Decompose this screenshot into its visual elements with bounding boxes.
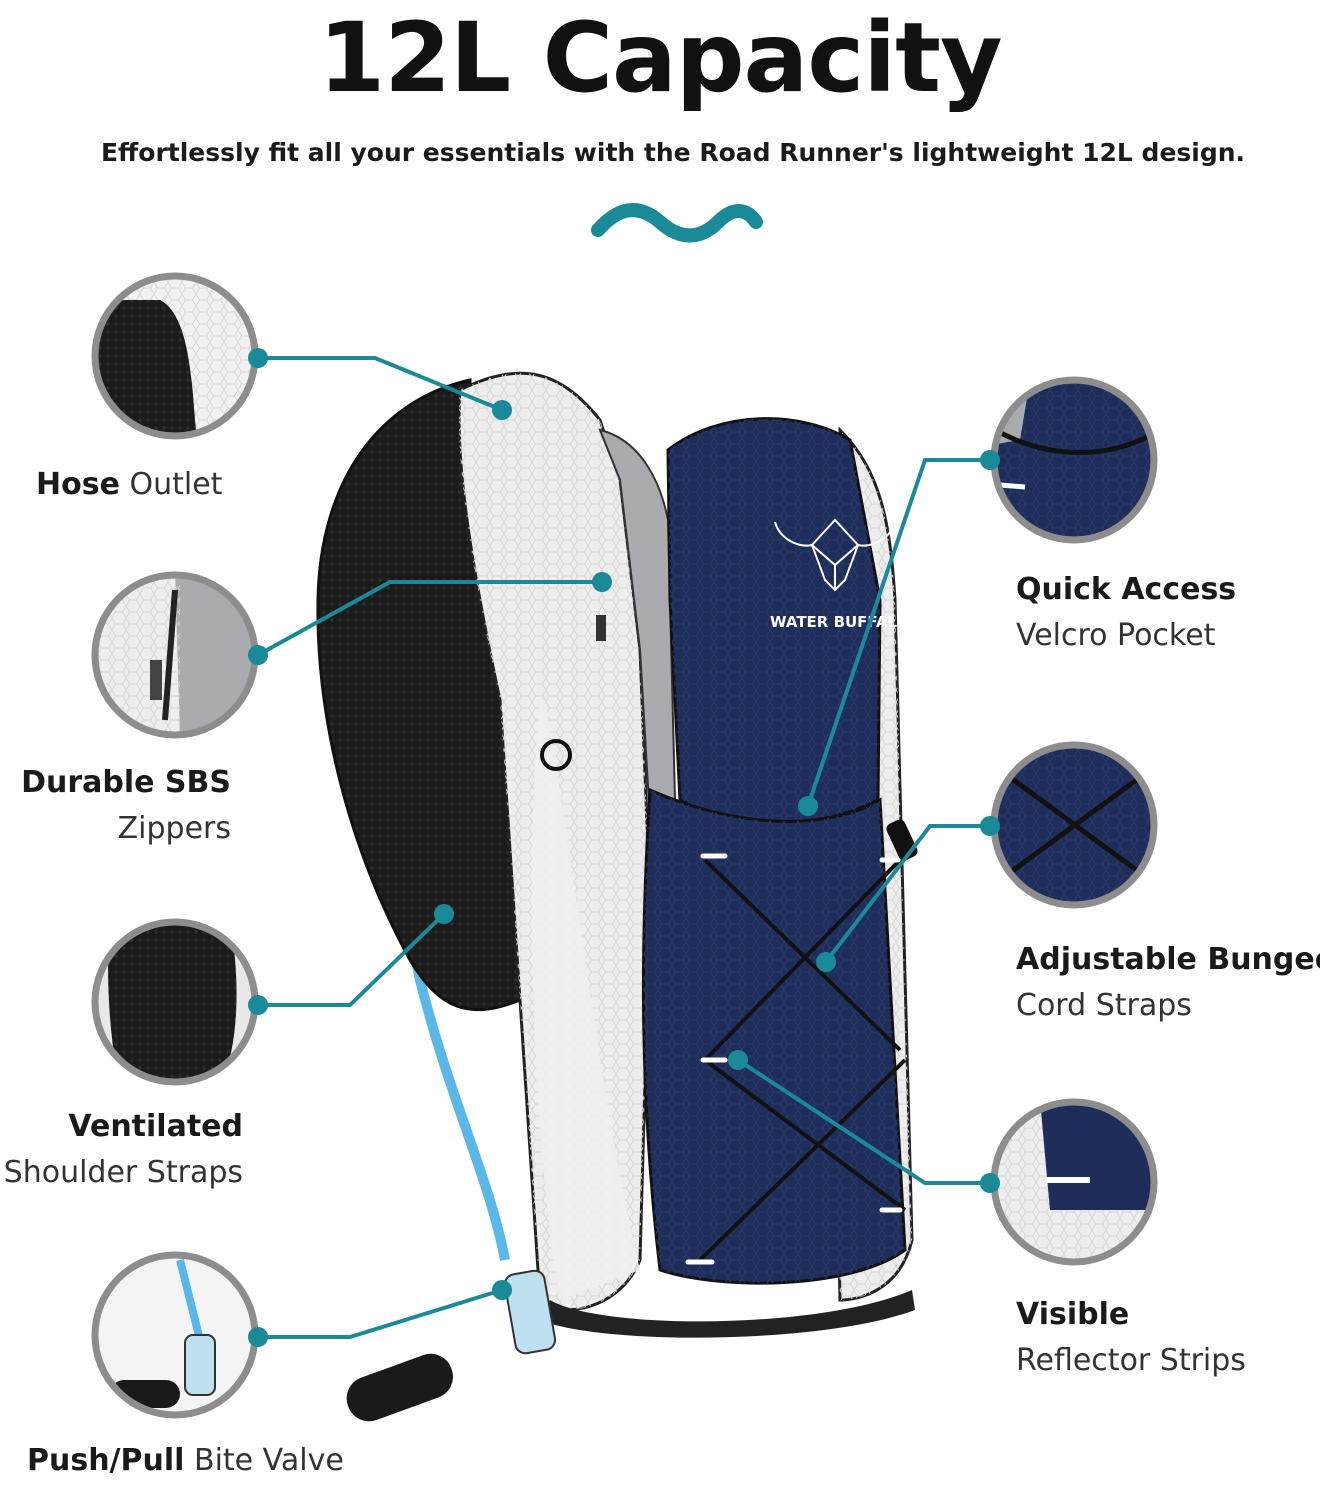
label-hose-outlet: Hose Outlet xyxy=(36,462,222,508)
buffalo-logo-icon xyxy=(774,518,896,592)
label-bungee: Adjustable Bungee Cord Straps xyxy=(1016,937,1320,1029)
label-hose-outlet-light: Outlet xyxy=(129,467,223,502)
brand-logo-text: WATER BUFFALO xyxy=(770,613,909,631)
label-shoulder-straps-light: Shoulder Straps xyxy=(3,1155,243,1190)
label-bungee-bold: Adjustable Bungee xyxy=(1016,942,1320,977)
callout-shoulder-straps xyxy=(91,918,259,1086)
label-velcro-pocket-bold: Quick Access xyxy=(1016,572,1237,607)
callout-reflector xyxy=(990,1098,1158,1266)
label-reflector-light: Reflector Strips xyxy=(1016,1343,1246,1378)
label-shoulder-straps-bold: Ventilated xyxy=(68,1109,243,1144)
label-velcro-pocket: Quick Access Velcro Pocket xyxy=(1016,567,1236,659)
callout-bungee xyxy=(990,741,1158,909)
label-bungee-light: Cord Straps xyxy=(1016,988,1192,1023)
label-zippers: Durable SBS Zippers xyxy=(0,760,231,852)
label-zippers-light: Zippers xyxy=(117,811,231,846)
label-bite-valve-light: Bite Valve xyxy=(193,1443,344,1478)
label-reflector: Visible Reflector Strips xyxy=(1016,1292,1246,1384)
label-velcro-pocket-light: Velcro Pocket xyxy=(1016,618,1216,653)
page-subtitle: Effortlessly fit all your essentials wit… xyxy=(100,138,1246,167)
label-reflector-bold: Visible xyxy=(1016,1297,1130,1332)
page-title: 12L Capacity xyxy=(318,2,1002,114)
label-zippers-bold: Durable SBS xyxy=(21,765,231,800)
backpack: WATER BUFFALO xyxy=(316,371,918,1422)
label-shoulder-straps: Ventilated Shoulder Straps xyxy=(0,1104,243,1196)
wave-divider xyxy=(591,203,763,243)
callout-velcro-pocket xyxy=(990,376,1158,544)
callout-hose-outlet xyxy=(91,272,259,440)
label-hose-outlet-bold: Hose xyxy=(36,467,120,502)
callout-zippers xyxy=(91,571,259,739)
label-bite-valve-bold: Push/Pull xyxy=(27,1443,185,1478)
label-bite-valve: Push/Pull Bite Valve xyxy=(27,1438,344,1484)
callout-bite-valve xyxy=(91,1251,259,1419)
